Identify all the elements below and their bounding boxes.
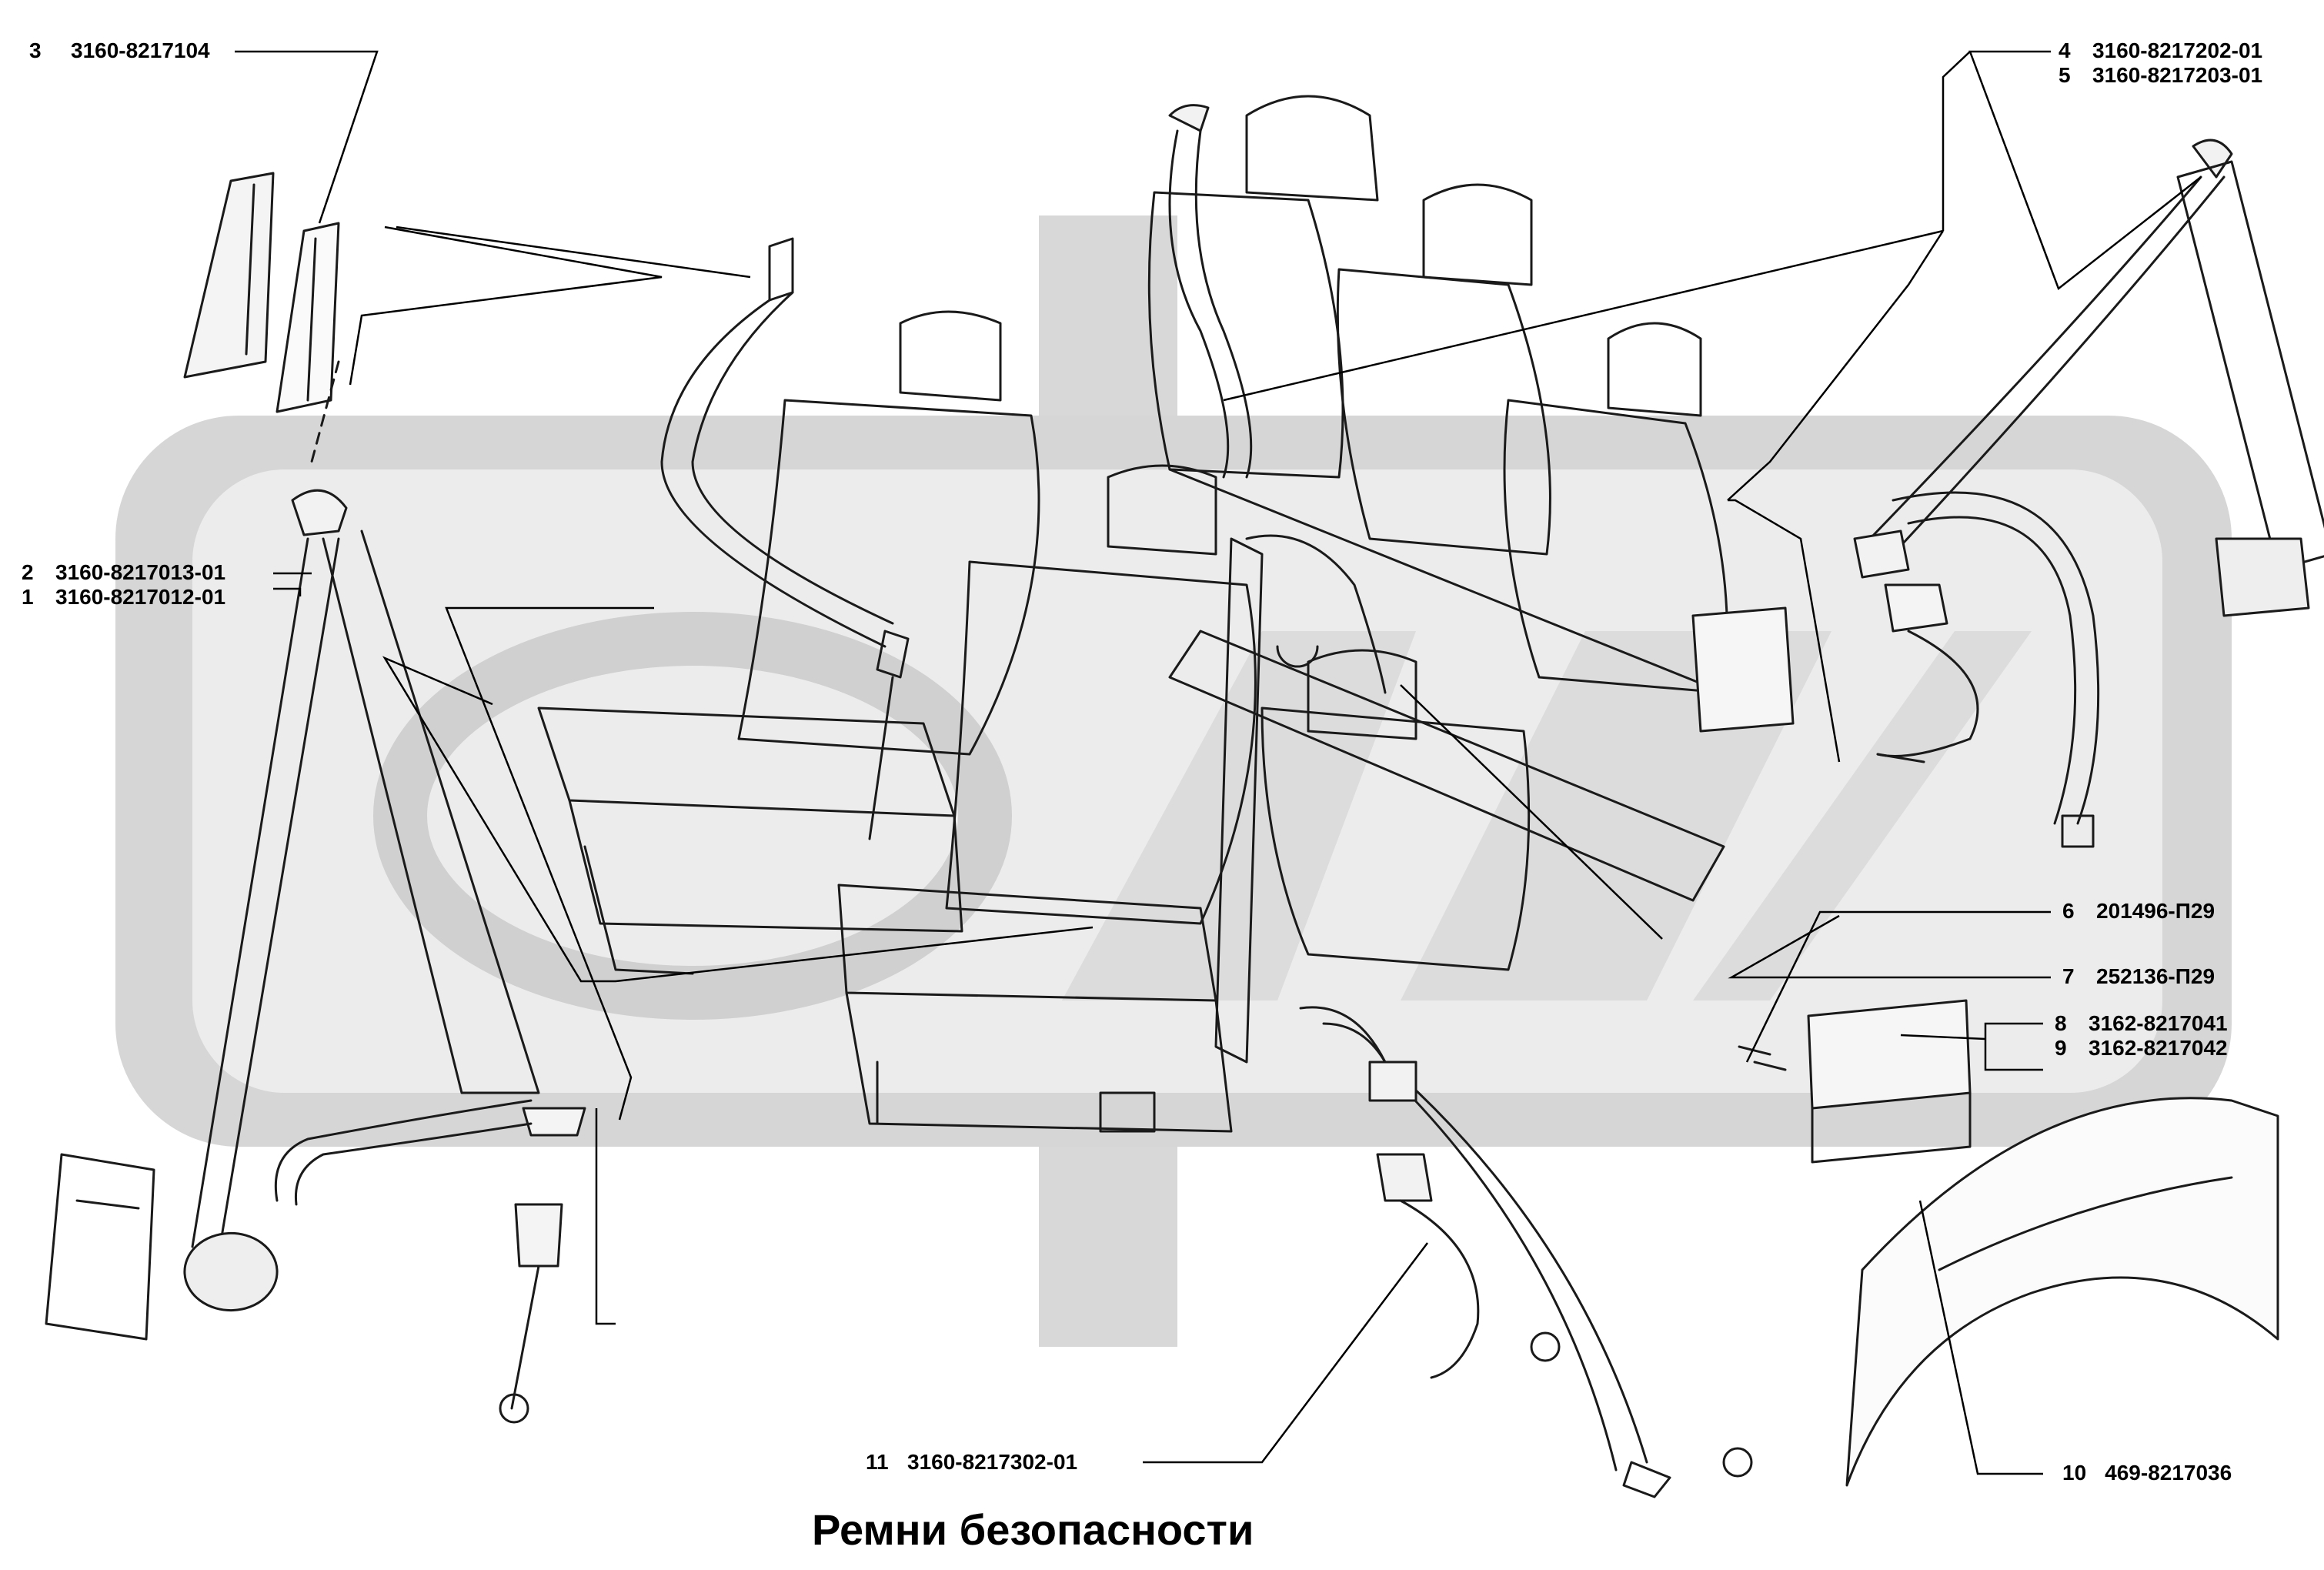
callout-7-part-code: 252136-П29 xyxy=(2096,964,2215,988)
callout-6: 6 201496-П29 xyxy=(2062,899,2215,924)
callout-8-number: 8 xyxy=(2055,1011,2067,1035)
callout-6-number: 6 xyxy=(2062,899,2075,923)
callout-4-number: 4 xyxy=(2059,38,2071,62)
callout-11: 11 3160-8217302-01 xyxy=(866,1450,1077,1475)
callout-2: 2 3160-8217013-01 xyxy=(22,560,225,585)
callout-5-part-code: 3160-8217203-01 xyxy=(2092,63,2263,87)
callout-7: 7 252136-П29 xyxy=(2062,964,2215,989)
callout-9-part-code: 3162-8217042 xyxy=(2089,1036,2228,1060)
callout-11-part-code: 3160-8217302-01 xyxy=(907,1450,1078,1474)
callout-2-part-code: 3160-8217013-01 xyxy=(55,560,226,584)
callout-8-part-code: 3162-8217041 xyxy=(2089,1011,2228,1035)
callout-9-number: 9 xyxy=(2055,1036,2067,1060)
callout-1-part-code: 3160-8217012-01 xyxy=(55,585,226,609)
callout-5-number: 5 xyxy=(2059,63,2071,87)
line-art xyxy=(45,95,2324,1498)
callout-2-number: 2 xyxy=(22,560,34,584)
callout-10-number: 10 xyxy=(2062,1461,2087,1485)
watermark-logo xyxy=(115,215,2232,1347)
callout-10-part-code: 469-8217036 xyxy=(2105,1461,2232,1485)
callout-5: 5 3160-8217203-01 xyxy=(2059,63,2262,88)
callout-6-part-code: 201496-П29 xyxy=(2096,899,2215,923)
callout-9: 9 3162-8217042 xyxy=(2055,1036,2228,1061)
callout-4: 4 3160-8217202-01 xyxy=(2059,38,2262,63)
callout-3-number: 3 xyxy=(29,38,42,62)
callout-1-number: 1 xyxy=(22,585,34,609)
callout-3: 3 3160-8217104 xyxy=(29,38,210,63)
callout-3-part-code: 3160-8217104 xyxy=(71,38,210,62)
callout-1: 1 3160-8217012-01 xyxy=(22,585,225,610)
callout-11-number: 11 xyxy=(866,1450,889,1474)
callout-8: 8 3162-8217041 xyxy=(2055,1011,2228,1036)
leader-lines xyxy=(235,50,2202,1475)
callout-4-part-code: 3160-8217202-01 xyxy=(2092,38,2263,62)
callout-7-number: 7 xyxy=(2062,964,2075,988)
diagram-title: Ремни безопасности xyxy=(812,1505,1254,1554)
callout-10: 10 469-8217036 xyxy=(2062,1461,2232,1485)
